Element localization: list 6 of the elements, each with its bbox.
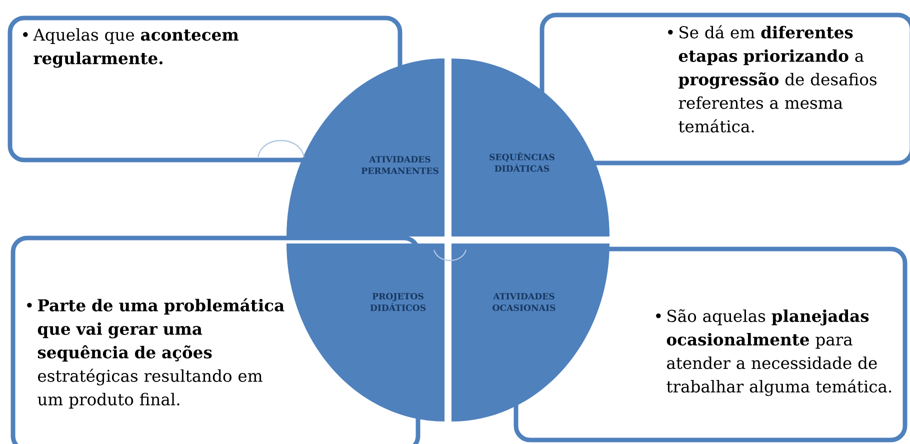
- pie-quadrant: PROJETOS DIDÁTICOS: [286, 244, 444, 422]
- pie-quadrant: SEQUÊNCIAS DIDÁTICAS: [452, 58, 610, 236]
- pie-quadrant: ATIVIDADES PERMANENTES: [286, 58, 444, 236]
- curved-line: [257, 140, 305, 158]
- pie-quadrant: ATIVIDADES OCASIONAIS: [452, 244, 610, 422]
- curved-line: [433, 250, 467, 262]
